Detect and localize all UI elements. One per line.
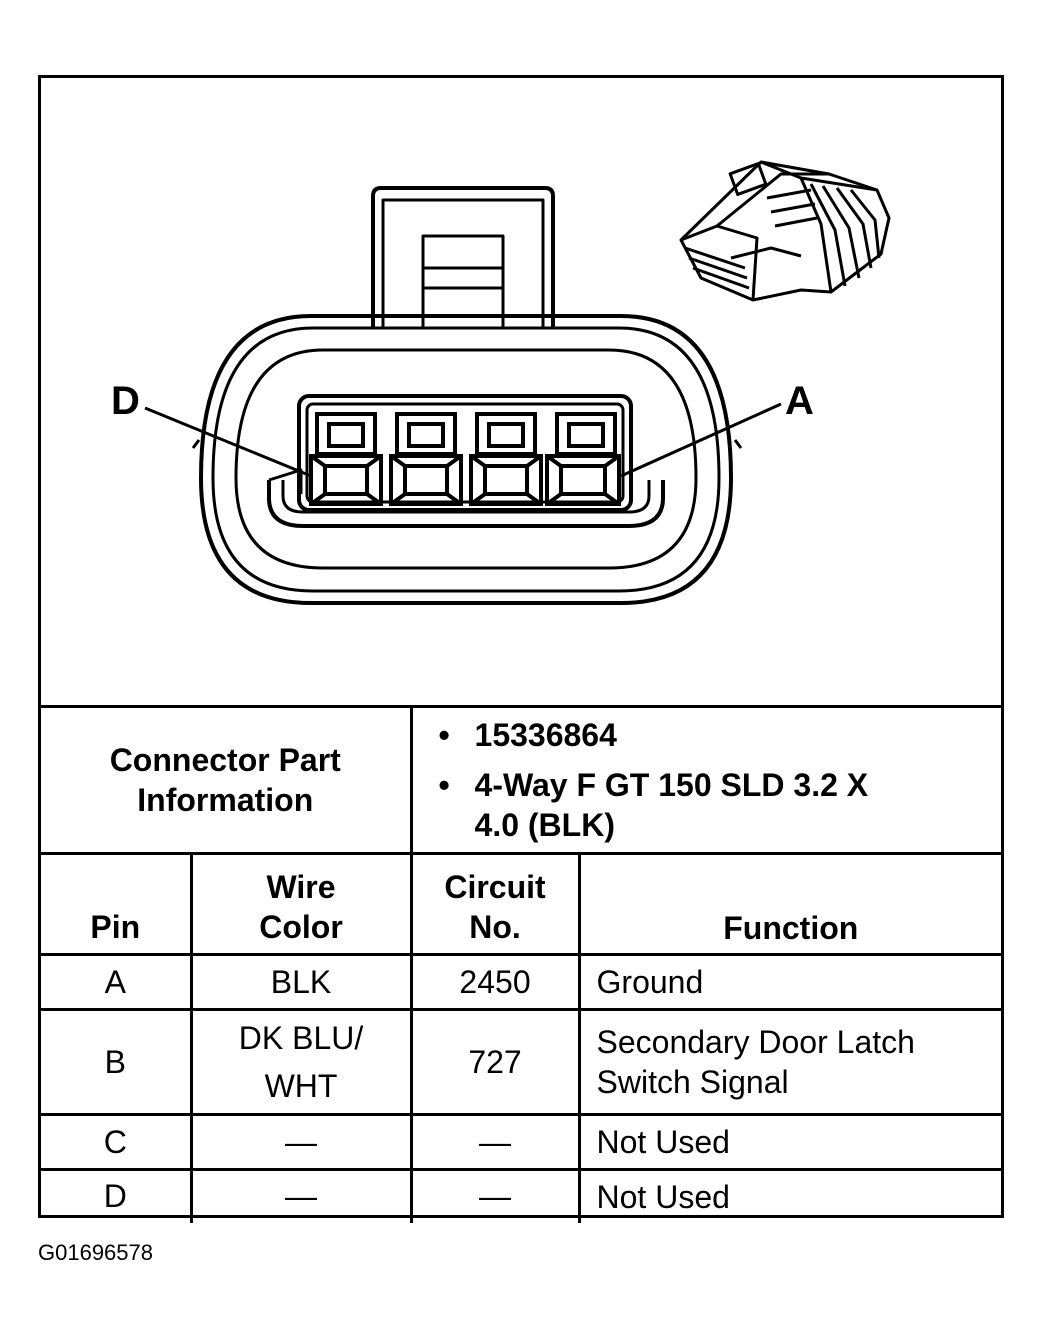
table-row: C — — Not Used bbox=[41, 1113, 1002, 1171]
pin-cavities bbox=[309, 412, 621, 506]
terminal-housing bbox=[297, 394, 633, 512]
connector-diagram: D A bbox=[41, 78, 1001, 705]
function-cell: Ground bbox=[577, 953, 1002, 1011]
header-pin: Pin bbox=[41, 852, 193, 956]
connector-part-info-label: Connector Part Information bbox=[41, 705, 413, 855]
pin-cell: C bbox=[41, 1113, 193, 1171]
table-row: D — — Not Used bbox=[41, 1168, 1002, 1223]
function-cell: Not Used bbox=[577, 1113, 1002, 1171]
pin-cell: A bbox=[41, 953, 193, 1011]
table-row: A BLK 2450 Ground bbox=[41, 953, 1002, 1011]
pin-cell: D bbox=[41, 1168, 193, 1223]
pin-cell: B bbox=[41, 1008, 193, 1116]
cavity-d bbox=[309, 412, 383, 506]
pin-label-a: A bbox=[785, 379, 814, 423]
part-number: •15336864 bbox=[438, 717, 617, 753]
cavity-c bbox=[389, 412, 463, 506]
circuit-cell: — bbox=[409, 1168, 581, 1223]
wire-color-cell: DK BLU/WHT bbox=[189, 1008, 413, 1116]
connector-3d-view bbox=[679, 160, 891, 302]
wire-color-cell: — bbox=[189, 1113, 413, 1171]
wire-color-cell: BLK bbox=[189, 953, 413, 1011]
connector-shell-outer bbox=[199, 314, 733, 605]
connector-face-drawing bbox=[144, 160, 891, 605]
function-cell: Not Used bbox=[577, 1168, 1002, 1223]
cavity-b bbox=[469, 412, 543, 506]
header-function: Function bbox=[577, 852, 1002, 956]
circuit-cell: 727 bbox=[409, 1008, 581, 1116]
figure-id: G01696578 bbox=[38, 1240, 153, 1265]
wire-color-cell: — bbox=[189, 1168, 413, 1223]
cavity-a bbox=[545, 412, 621, 506]
part-description: •4-Way F GT 150 SLD 3.2 X 4.0 (BLK) bbox=[438, 767, 869, 843]
lock-tab bbox=[371, 186, 555, 328]
circuit-cell: — bbox=[409, 1113, 581, 1171]
connector-figure-frame: D A Connector Part Information •15336864… bbox=[38, 75, 1004, 1223]
connector-part-info-row: Connector Part Information •15336864 •4-… bbox=[41, 705, 1002, 855]
connector-pinout-table: Connector Part Information •15336864 •4-… bbox=[41, 705, 1002, 1223]
connector-part-info-list: •15336864 •4-Way F GT 150 SLD 3.2 X 4.0 … bbox=[409, 705, 1002, 855]
leader-line-a bbox=[620, 402, 782, 478]
leader-line-d bbox=[144, 406, 312, 478]
pin-label-d: D bbox=[111, 379, 140, 423]
circuit-cell: 2450 bbox=[409, 953, 581, 1011]
